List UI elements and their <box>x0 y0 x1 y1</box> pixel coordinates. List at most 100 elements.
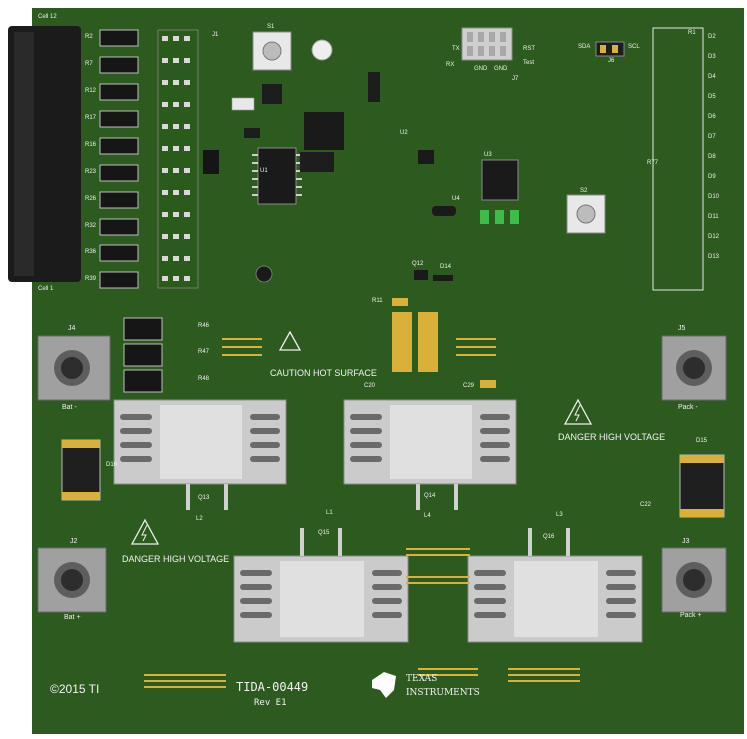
pack-plus-label: Pack + <box>680 612 702 619</box>
high-voltage-icon <box>563 398 593 425</box>
ref-r16: R16 <box>85 142 97 148</box>
ref-j6: J6 <box>608 58 615 64</box>
test-label: Test <box>523 60 535 66</box>
ref-r23: R23 <box>85 169 97 175</box>
ref-d2: D2 <box>708 34 716 40</box>
gnd-label-1: GND <box>474 66 488 72</box>
sda-label: SDA <box>578 44 591 50</box>
ref-r36: R36 <box>85 249 97 255</box>
ref-q15: Q15 <box>318 530 330 536</box>
tx-label: TX <box>452 46 460 52</box>
high-voltage-icon-2 <box>130 518 160 545</box>
ref-q16: Q16 <box>543 534 555 540</box>
ref-d5: D5 <box>708 94 716 100</box>
ref-r11: R11 <box>372 298 383 304</box>
buzzer <box>311 39 333 61</box>
ref-d3: D3 <box>708 54 716 60</box>
ref-d9: D9 <box>708 174 716 180</box>
sense-resistor-column <box>99 29 139 289</box>
ref-c29: C29 <box>463 383 475 389</box>
ref-r17: R17 <box>85 115 97 121</box>
ref-q12: Q12 <box>412 261 424 267</box>
mosfet-q16 <box>467 555 643 643</box>
ref-j7: J7 <box>512 76 519 82</box>
cell-1-label: Cell 1 <box>38 286 54 292</box>
ref-r77: R77 <box>647 160 659 166</box>
ref-d10: D10 <box>708 194 720 200</box>
ref-s1: S1 <box>267 24 275 30</box>
danger-high-voltage-text-2: DANGER HIGH VOLTAGE <box>122 554 230 564</box>
ref-d8: D8 <box>708 154 716 160</box>
ref-s2: S2 <box>580 188 588 194</box>
gold-pad-right <box>418 312 438 372</box>
rst-label: RST <box>523 46 535 52</box>
ref-r2: R2 <box>85 34 93 40</box>
ref-r7: R7 <box>85 61 93 67</box>
ti-wordmark-line1: TEXAS <box>406 674 438 684</box>
j3-label: J3 <box>682 538 690 545</box>
j2-label: J2 <box>70 538 78 545</box>
hot-surface-icon <box>278 330 302 351</box>
terminal-j3 <box>661 547 727 613</box>
revision-text: Rev E1 <box>254 698 287 708</box>
ti-wordmark-line2: INSTRUMENTS <box>406 688 480 698</box>
balance-component-array <box>157 29 199 289</box>
ref-q14: Q14 <box>424 493 436 499</box>
ref-r12: R12 <box>85 88 97 94</box>
ref-d11: D11 <box>708 214 719 220</box>
switch-s1 <box>252 31 292 71</box>
ref-u3: U3 <box>484 152 492 158</box>
ref-c22: C22 <box>640 502 652 508</box>
bat-plus-label: Bat + <box>64 614 81 621</box>
ref-r39: R39 <box>85 276 97 282</box>
via-fields <box>144 338 580 688</box>
mosfet-q15 <box>233 555 409 643</box>
ref-d13: D13 <box>708 254 720 260</box>
copyright-text: ©2015 TI <box>50 682 100 696</box>
rx-label: RX <box>446 62 455 68</box>
ic-u3 <box>481 159 519 201</box>
pack-minus-label: Pack - <box>678 404 698 411</box>
mosfet-q13 <box>113 399 287 485</box>
ref-q13: Q13 <box>198 495 210 501</box>
ref-j1: J1 <box>212 32 219 38</box>
ref-r47: R47 <box>198 349 210 355</box>
ref-d12: D12 <box>708 234 720 240</box>
ref-r32: R32 <box>85 223 97 229</box>
danger-high-voltage-text-1: DANGER HIGH VOLTAGE <box>558 432 666 442</box>
inductor-l4 <box>203 150 219 174</box>
ref-l2: L2 <box>196 516 203 522</box>
gold-pad-left <box>392 312 412 372</box>
ref-d16: D16 <box>106 462 118 468</box>
terminal-j4 <box>37 335 111 401</box>
ref-d6: D6 <box>708 114 716 120</box>
ref-u4: U4 <box>452 196 460 202</box>
terminal-j5 <box>661 335 727 401</box>
mosfet-q14 <box>343 399 517 485</box>
caution-hot-surface-text: CAUTION HOT SURFACE <box>270 368 377 378</box>
ref-c20: C20 <box>364 383 376 389</box>
ref-d7: D7 <box>708 134 716 140</box>
bat-minus-label: Bat - <box>62 404 77 411</box>
scl-label: SCL <box>628 44 640 50</box>
ref-l3: L3 <box>556 512 563 518</box>
cell-12-label: Cell 12 <box>38 14 57 20</box>
ref-l4: L4 <box>424 513 431 519</box>
ref-d14: D14 <box>440 264 452 270</box>
ref-u1: U1 <box>260 168 268 174</box>
ic-u1 <box>257 147 297 205</box>
board-name-text: TIDA-00449 <box>236 680 309 694</box>
gnd-label-2: GND <box>494 66 508 72</box>
ref-r48: R48 <box>198 376 210 382</box>
ref-d4: D4 <box>708 74 716 80</box>
ref-u2: U2 <box>400 130 408 136</box>
ref-d15: D15 <box>696 438 708 444</box>
j5-label: J5 <box>678 325 686 332</box>
terminal-j2 <box>37 547 107 613</box>
ref-r46: R46 <box>198 323 210 329</box>
switch-s2 <box>566 194 606 234</box>
j4-label: J4 <box>68 325 76 332</box>
ref-r26: R26 <box>85 196 97 202</box>
ref-r1: R1 <box>688 30 696 36</box>
